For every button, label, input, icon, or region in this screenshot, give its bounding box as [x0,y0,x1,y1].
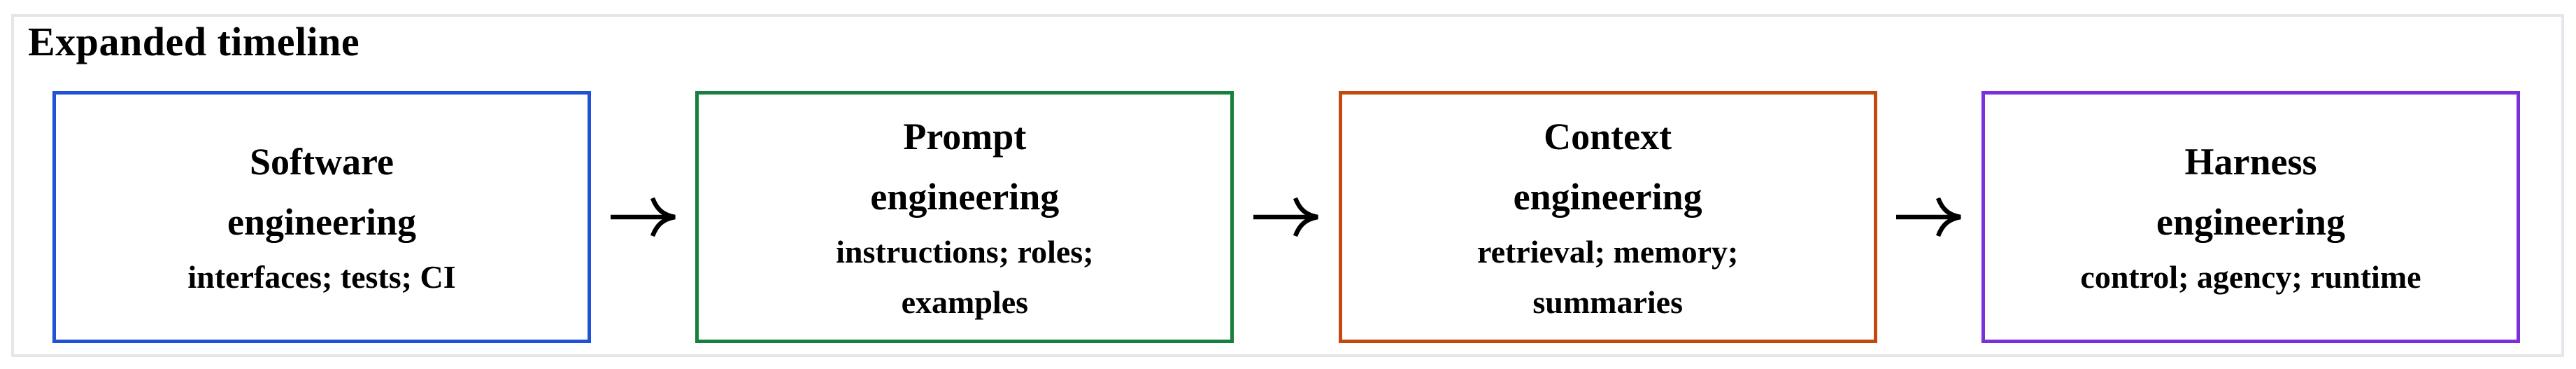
box-subtext: control; agency; runtime [2080,252,2421,302]
box-heading: Prompt engineering [870,106,1059,227]
box-context-engineering: Context engineering retrieval; memory; s… [1338,91,1877,343]
page-title: Expanded timeline [28,19,360,64]
box-heading-line: Prompt [903,116,1027,158]
box-harness-engineering: Harness engineering control; agency; run… [1981,91,2520,343]
right-arrow-icon [1234,91,1338,343]
box-heading-line: engineering [870,176,1060,218]
box-heading: Software engineering [227,132,416,252]
box-subtext: interfaces; tests; CI [187,252,455,302]
box-heading-line: Context [1544,116,1672,158]
box-sub-line: control; agency; runtime [2080,259,2421,295]
box-sub-line: retrieval; memory; [1476,234,1739,270]
box-sub-line: instructions; roles; [836,234,1094,270]
box-sub-line: summaries [1532,284,1683,320]
box-heading-line: engineering [227,201,416,243]
box-heading-line: engineering [2156,201,2345,243]
box-sub-line: examples [901,284,1029,320]
box-subtext: instructions; roles; examples [836,227,1093,328]
box-heading-line: Harness [2184,141,2317,183]
box-heading-line: Software [250,141,394,183]
box-heading: Harness engineering [2156,132,2345,252]
timeline-row: Software engineering interfaces; tests; … [52,91,2520,343]
box-heading-line: engineering [1513,176,1702,218]
box-prompt-engineering: Prompt engineering instructions; roles; … [695,91,1234,343]
box-sub-line: interfaces; tests; CI [187,259,456,295]
box-software-engineering: Software engineering interfaces; tests; … [52,91,591,343]
box-heading: Context engineering [1514,106,1702,227]
right-arrow-icon [591,91,695,343]
box-subtext: retrieval; memory; summaries [1477,227,1738,328]
right-arrow-icon [1877,91,1981,343]
